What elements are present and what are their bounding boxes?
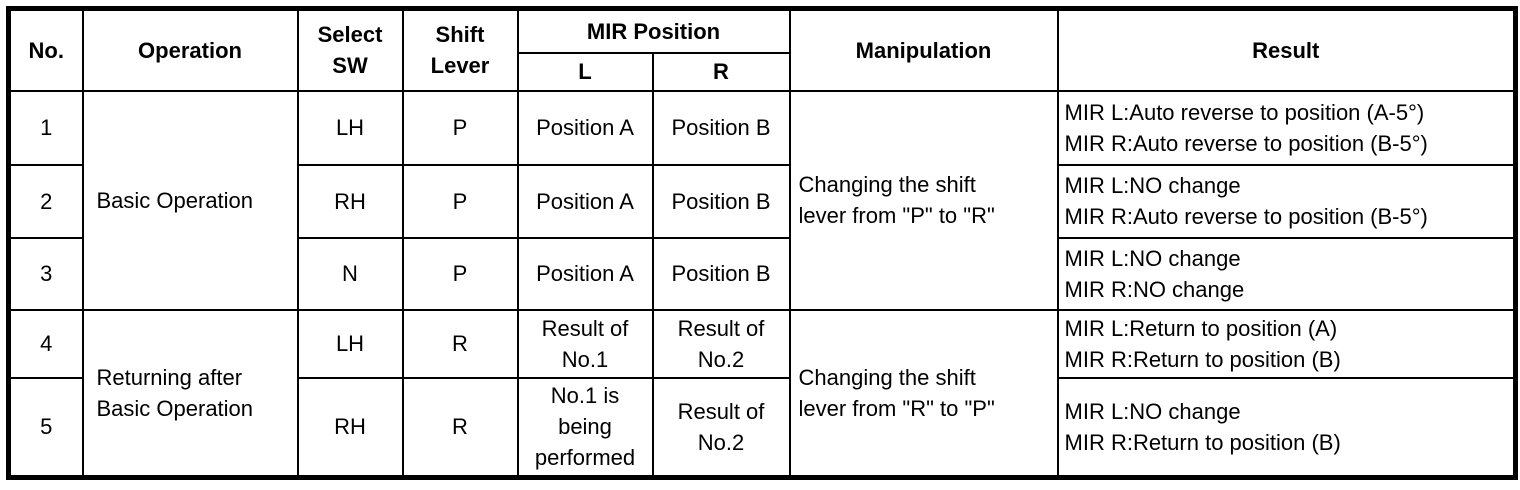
operation-cell: Basic Operation	[81, 89, 299, 311]
no-cell: 1	[7, 89, 84, 166]
mir-r-cell: Position B	[651, 236, 791, 311]
shift-lever-cell: P	[401, 89, 519, 166]
mir-l-cell: Position A	[516, 163, 654, 239]
mir-l-cell: No.1 is being performed	[516, 376, 654, 479]
shift-lever-cell: R	[401, 308, 519, 379]
table-row-5: 5 RH R No.1 is being performed Result of…	[7, 376, 1517, 479]
manipulation-cell: Changing the shift lever from "R" to "P"	[788, 308, 1059, 479]
result-cell: MIR L:NO change MIR R:Return to position…	[1056, 376, 1517, 479]
mir-r-cell: Result of No.2	[651, 308, 791, 379]
manipulation-cell: Changing the shift lever from "P" to "R"	[788, 89, 1059, 311]
operation-cell: Returning after Basic Operation	[81, 308, 299, 479]
no-cell: 5	[7, 376, 84, 479]
header-select-sw: Select SW	[296, 7, 404, 92]
mir-l-cell: Position A	[516, 89, 654, 166]
header-manipulation: Manipulation	[788, 7, 1059, 92]
select-sw-cell: LH	[296, 89, 404, 166]
mir-r-cell: Position B	[651, 89, 791, 166]
mir-l-cell: Position A	[516, 236, 654, 311]
table-row-4: 4 Returning after Basic Operation LH R R…	[7, 308, 1517, 479]
header-mir-r: R	[651, 51, 791, 92]
mir-l-cell: Result of No.1	[516, 308, 654, 379]
header-operation: Operation	[81, 7, 299, 92]
result-cell: MIR L:NO change MIR R:Auto reverse to po…	[1056, 163, 1517, 239]
header-shift-lever: Shift Lever	[401, 7, 519, 92]
table-row-1: 1 Basic Operation LH P Position A Positi…	[7, 89, 1517, 311]
select-sw-cell: LH	[296, 308, 404, 379]
select-sw-cell: N	[296, 236, 404, 311]
select-sw-cell: RH	[296, 376, 404, 479]
shift-lever-cell: R	[401, 376, 519, 479]
no-cell: 4	[7, 308, 84, 379]
header-no: No.	[7, 7, 84, 92]
result-cell: MIR L:NO change MIR R:NO change	[1056, 236, 1517, 311]
mir-operation-table: No. Operation Select SW Shift Lever MIR …	[6, 6, 1518, 480]
table-row-3: 3 N P Position A Position B MIR L:NO cha…	[7, 236, 1517, 311]
header-row-sub: L R	[9, 51, 1516, 92]
select-sw-cell: RH	[296, 163, 404, 239]
shift-lever-cell: P	[401, 236, 519, 311]
no-cell: 3	[7, 236, 84, 311]
result-cell: MIR L:Auto reverse to position (A-5°) MI…	[1056, 89, 1517, 166]
mir-r-cell: Position B	[651, 163, 791, 239]
header-result: Result	[1056, 7, 1517, 92]
header-mir-l: L	[516, 51, 654, 92]
result-cell: MIR L:Return to position (A) MIR R:Retur…	[1056, 308, 1517, 379]
mir-r-cell: Result of No.2	[651, 376, 791, 479]
no-cell: 2	[7, 163, 84, 239]
shift-lever-cell: P	[401, 163, 519, 239]
header-row-top: No. Operation Select SW Shift Lever MIR …	[7, 7, 1517, 92]
header-mir-position: MIR Position	[516, 7, 791, 54]
table-row-2: 2 RH P Position A Position B MIR L:NO ch…	[7, 163, 1517, 239]
